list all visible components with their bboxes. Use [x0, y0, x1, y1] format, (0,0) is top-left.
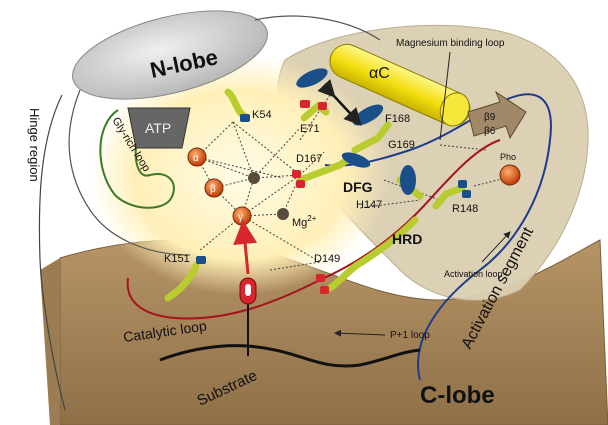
alpha-label: α	[193, 153, 199, 164]
atp-shape	[127, 107, 191, 149]
activation-loop-line	[324, 93, 552, 381]
e71-f168-arrow	[317, 79, 362, 126]
h147-label: H147	[356, 199, 382, 211]
gly-rich-loop	[99, 109, 175, 209]
n-lobe-tail	[254, 15, 381, 41]
mg-label: Mg2+	[292, 214, 317, 229]
mg-ball-1	[248, 172, 260, 184]
substrate-line	[159, 344, 421, 368]
hrd-label: HRD	[392, 231, 422, 247]
residue-hrd-link	[358, 216, 419, 266]
hinge-label: Hinge region	[27, 108, 42, 182]
g169-label: G169	[388, 139, 415, 151]
substrate-hydroxyl-highlight	[245, 284, 251, 296]
dfg-label: DFG	[343, 179, 373, 195]
beta9-label: β9	[484, 112, 496, 123]
k151-label: K151	[164, 253, 190, 265]
beta-label: β	[210, 184, 216, 195]
residue-k54	[224, 88, 250, 122]
transfer-arrow	[233, 220, 258, 275]
f168-label: F168	[385, 113, 410, 125]
mg-ball-2	[277, 208, 289, 220]
r148-label: R148	[452, 203, 478, 215]
blue-ring-4	[400, 165, 416, 195]
residue-k151	[164, 256, 206, 302]
e71-label: E71	[300, 123, 320, 135]
d149-label: D149	[314, 253, 340, 265]
mg-loop-pointer	[439, 51, 451, 141]
n-lobe-ellipse	[72, 10, 268, 100]
blue-ring-1	[296, 68, 328, 88]
activation-loop-pointer	[481, 231, 511, 263]
hinge-outline	[38, 94, 66, 411]
beta-strand-arrow	[467, 90, 527, 140]
residue-r148	[432, 180, 471, 210]
k54-label: K54	[252, 109, 272, 121]
phosphate-alpha	[187, 147, 207, 167]
c-lobe-label: C-lobe	[420, 382, 495, 409]
n-lobe-outline	[68, 89, 191, 256]
gamma-label: γ	[238, 212, 243, 223]
beta6-label: β6	[484, 126, 496, 137]
alpha-c-label: αC	[369, 65, 390, 82]
residue-f168	[351, 121, 392, 154]
pho-ball	[499, 164, 521, 186]
pho-label: Pho	[500, 152, 516, 162]
atp-label: ATP	[145, 120, 171, 136]
p1-loop-label: P+1 loop	[390, 330, 430, 341]
phosphate-beta	[204, 178, 224, 198]
p1-loop-pointer	[334, 329, 386, 337]
mg-loop-label: Magnesium binding loop	[396, 38, 505, 49]
activation-loop-label: Activation loop	[444, 269, 503, 279]
blue-ring-3	[341, 152, 371, 168]
d167-label: D167	[296, 153, 322, 165]
